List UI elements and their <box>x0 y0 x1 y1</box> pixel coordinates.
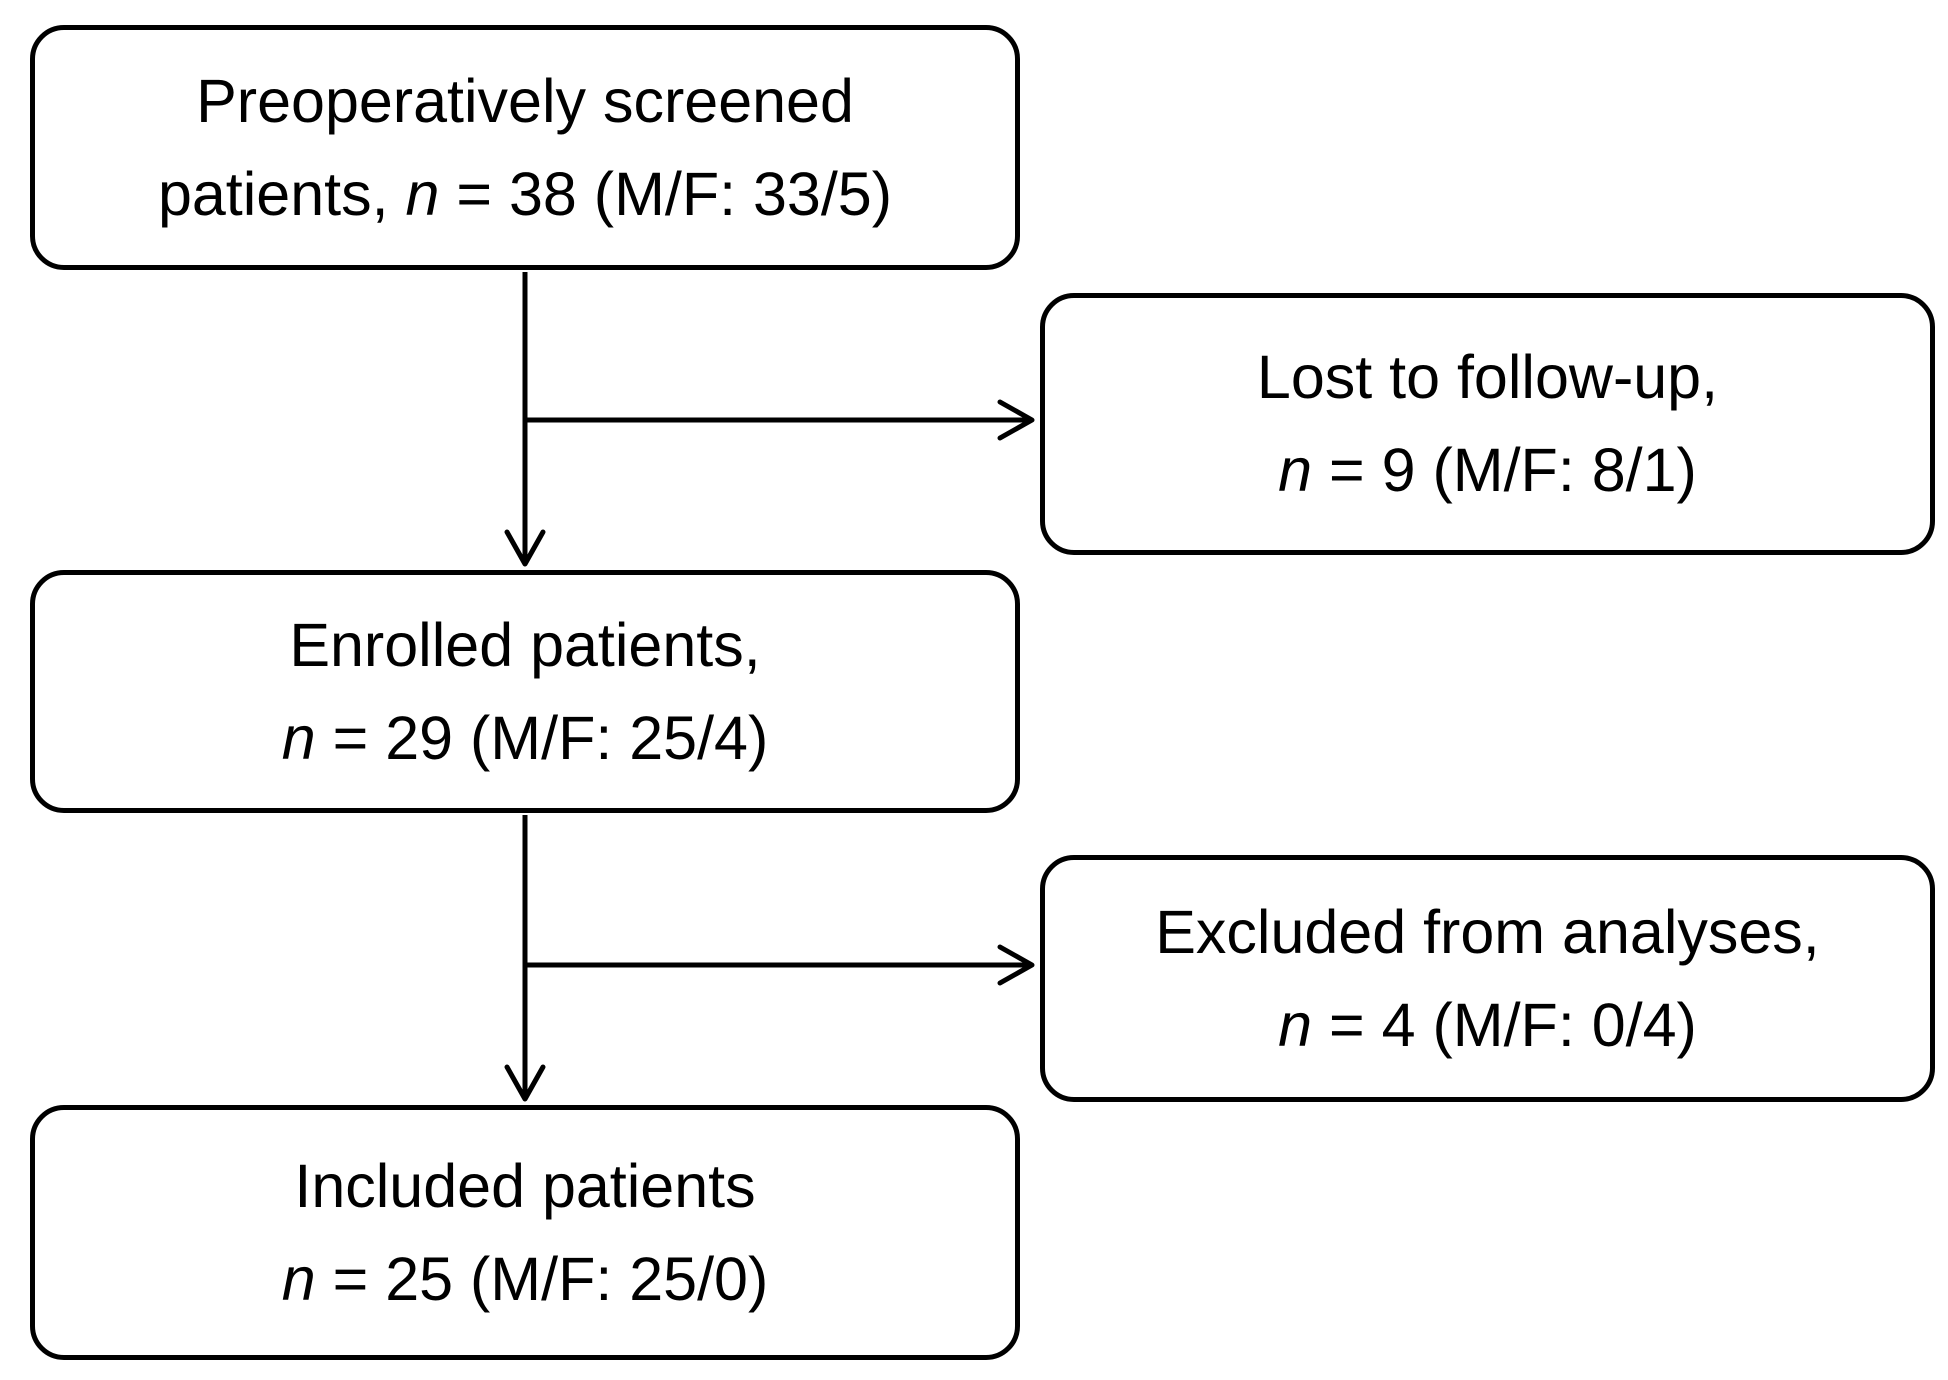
arrowhead-down-icon <box>504 529 546 567</box>
n-symbol: n <box>281 1244 316 1313</box>
n-symbol: n <box>281 703 316 772</box>
node-line1: Lost to follow-up, <box>1256 343 1719 411</box>
n-symbol: n <box>1278 436 1313 504</box>
node-line1: Excluded from analyses, <box>1155 897 1820 966</box>
arrow-enrolled-to-included <box>504 815 546 1102</box>
node-line2: n = 4 (M/F: 0/4) <box>1278 979 1697 1072</box>
node-lost-to-follow-up: Lost to follow-up, n = 9 (M/F: 8/1) <box>1040 293 1935 555</box>
line2-rest: = 38 (M/F: 33/5) <box>439 159 893 228</box>
line2-rest: = 9 (M/F: 8/1) <box>1312 436 1697 504</box>
arrowhead-down-icon <box>504 1064 546 1102</box>
node-line2: n = 25 (M/F: 25/0) <box>282 1233 769 1326</box>
node-preoperatively-screened: Preoperatively screened patients, n = 38… <box>30 25 1020 270</box>
node-line2: n = 29 (M/F: 25/4) <box>282 692 769 785</box>
line2-rest: = 25 (M/F: 25/0) <box>315 1244 769 1313</box>
arrowhead-right-icon <box>997 399 1035 441</box>
node-enrolled-patients: Enrolled patients, n = 29 (M/F: 25/4) <box>30 570 1020 813</box>
node-excluded-from-analyses: Excluded from analyses, n = 4 (M/F: 0/4) <box>1040 855 1935 1102</box>
node-line1: Preoperatively screened <box>196 66 854 135</box>
node-included-patients: Included patients n = 25 (M/F: 25/0) <box>30 1105 1020 1360</box>
node-line1: Included patients <box>294 1151 756 1220</box>
arrowhead-right-icon <box>997 944 1035 986</box>
node-line1: Enrolled patients, <box>289 610 761 679</box>
line2-rest: = 4 (M/F: 0/4) <box>1312 990 1697 1059</box>
arrow-enrolled-to-excluded <box>525 944 1035 986</box>
node-line2: patients, n = 38 (M/F: 33/5) <box>158 148 892 241</box>
node-line2: n = 9 (M/F: 8/1) <box>1278 424 1697 517</box>
n-symbol: n <box>405 159 440 228</box>
line2-rest: = 29 (M/F: 25/4) <box>315 703 769 772</box>
n-symbol: n <box>1278 990 1313 1059</box>
arrow-screened-to-enrolled <box>504 272 546 567</box>
line2-prefix: patients, <box>157 159 406 228</box>
arrow-screened-to-lost <box>525 399 1035 441</box>
